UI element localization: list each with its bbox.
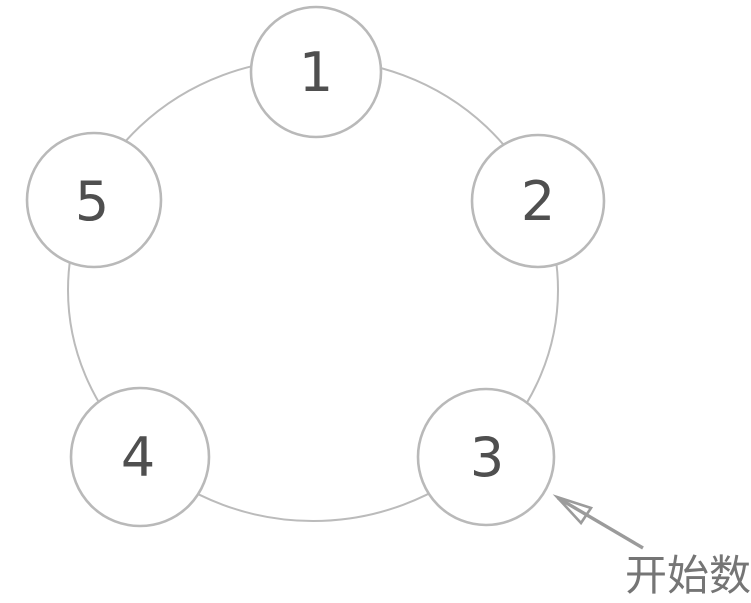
- node-1-circle: [249, 5, 383, 139]
- node-4-circle: [69, 386, 211, 528]
- start-arrow-shaft: [557, 496, 644, 550]
- node-5-label: 5: [75, 170, 109, 233]
- node-5-circle: [25, 131, 163, 269]
- start-arrow: [552, 494, 644, 550]
- node-2-label: 2: [521, 170, 555, 233]
- node-3-circle: [416, 387, 556, 527]
- node-5: 5: [25, 131, 163, 269]
- node-2-circle: [470, 133, 606, 269]
- node-3-label: 3: [470, 426, 504, 489]
- node-1: 1: [249, 5, 383, 139]
- start-arrow-head: [552, 494, 594, 526]
- start-annotation-label: 开始数: [625, 551, 751, 600]
- node-1-label: 1: [299, 41, 333, 104]
- node-2: 2: [470, 133, 606, 269]
- node-4-label: 4: [121, 426, 155, 489]
- node-3: 3: [416, 387, 556, 527]
- node-4: 4: [69, 386, 211, 528]
